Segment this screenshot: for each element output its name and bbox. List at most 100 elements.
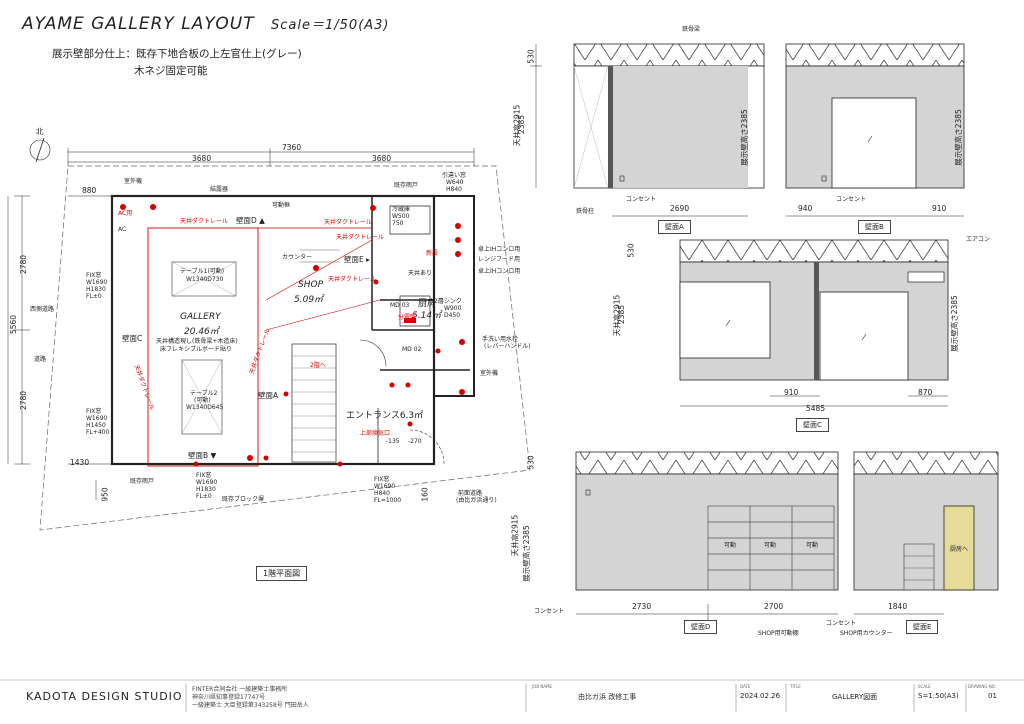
elev-b-left: 940 — [798, 204, 813, 213]
new-label: 新設 — [426, 250, 439, 257]
firm-3: 一級建築士 大臣登録第343258号 門田岳人 — [192, 702, 309, 709]
dim-half-left: 3680 — [192, 154, 212, 163]
md-02: MD 02 — [402, 346, 422, 353]
plan-caption: 1階平面図 — [256, 566, 308, 581]
wall-a-panel — [612, 66, 748, 188]
fix-window: FIX窓 — [86, 272, 102, 279]
rail-1: 天井ダクトレール — [180, 218, 229, 225]
scale-text: Scale＝1/50(A3) — [271, 18, 390, 33]
elev-c-right-height: 展示壁高さ2385 — [949, 295, 959, 352]
elev-c-ac: エアコン — [966, 236, 991, 243]
plan-wall-e: 壁面E ▸ — [344, 255, 370, 264]
table2-sub: (可動) — [194, 397, 211, 404]
table1-size: W1340D730 — [186, 276, 224, 283]
sink-size: W900 — [444, 305, 462, 312]
bottom-fix-1: W1690 — [196, 479, 218, 486]
bottom-win: FIX窓 — [374, 476, 390, 483]
elevation-a-lines — [530, 43, 765, 217]
room-gallery-area: 20.46㎡ — [184, 327, 219, 337]
elev-a-column: 鉄骨柱 — [576, 208, 595, 215]
elev-b-outlet: コンセント — [836, 196, 867, 203]
dim-upper: 2780 — [19, 254, 29, 275]
sash: 結露器 — [210, 186, 229, 193]
fix-b-1: W1690 — [86, 415, 108, 422]
room-shop: SHOP — [298, 280, 323, 290]
outdoor-unit-2: 室外機 — [480, 370, 499, 377]
dim-left-offset: 880 — [82, 186, 97, 195]
road-left: 西側道路 — [30, 306, 55, 313]
elev-e-label: 壁面E — [906, 620, 939, 634]
scale-label: SCALE — [918, 684, 931, 689]
table1-label: テーブル1(可動) — [180, 268, 225, 275]
plan-wall-a: 壁面A — [258, 391, 279, 400]
dim-total-height: 5560 — [9, 314, 19, 335]
fridge-size-2: 750 — [392, 220, 404, 227]
north-label: 北 — [36, 127, 44, 136]
elev-a-width: 2690 — [670, 204, 690, 213]
room-entrance: エントランス6.3㎡ — [346, 411, 424, 421]
finish-note-2: 木ネジ固定可能 — [134, 65, 208, 77]
title-text: AYAME GALLERY LAYOUT — [22, 14, 255, 34]
elev-e-width: 1840 — [888, 602, 908, 611]
elevation-c-lines — [679, 239, 949, 407]
window-b-2: H840 — [446, 186, 462, 193]
fridge-size: W500 — [392, 213, 410, 220]
plan-wall-c: 壁面C — [122, 334, 143, 343]
elec-label-2: 上部換気口 — [360, 430, 391, 437]
elevation-e-lines — [853, 451, 999, 615]
table-2 — [181, 359, 223, 435]
elev-a-top: 530 — [526, 49, 536, 64]
elevation-b-lines — [785, 43, 965, 217]
elev-d-right: 2700 — [764, 602, 784, 611]
road-left-2: 道路 — [34, 356, 47, 363]
elev-d-left: 2730 — [632, 602, 652, 611]
room-shop-area: 5.09㎡ — [294, 295, 324, 305]
dim-bottom-left: 950 — [100, 487, 110, 502]
elev-b-display-2: 展示壁高さ2385 — [953, 109, 963, 166]
site-boundary — [39, 165, 531, 531]
bottom-win-1: W1690 — [374, 483, 396, 490]
existing-shutter: 既存雨戸 — [130, 478, 155, 485]
rail-6: 天井ダクトレール — [336, 234, 385, 241]
bottom-fix: FIX窓 — [196, 472, 212, 479]
rail-2: 天井ダクトレール — [324, 219, 373, 226]
date: 2024.02.26 — [740, 692, 781, 700]
firm-2: 神奈川県知事登録17747号 — [192, 694, 266, 701]
drawing-no: 01 — [988, 692, 997, 700]
date-label: DATE — [740, 684, 751, 689]
outdoor-unit: 室外機 — [124, 178, 143, 185]
fridge: 冷蔵庫 — [392, 206, 411, 213]
gallery-note-1: 天井構造現し(鉄骨梁+木造床) — [156, 338, 238, 345]
elev-b-right: 910 — [932, 204, 947, 213]
fix-b-3: FL+400 — [86, 429, 110, 436]
movable-window: 可動框 — [272, 202, 291, 209]
water-label: 手洗い用水栓 — [482, 336, 519, 343]
sink: 2層シンク — [434, 298, 462, 305]
plan-wall-d: 壁面D ▲ — [236, 216, 265, 225]
elevation-d-lines — [575, 451, 839, 620]
elev-d-shop-shelf: SHOP用可動棚 — [758, 630, 799, 637]
finish-note-1: 展示壁部分仕上：既存下地合板の上左官仕上(グレー) — [52, 48, 302, 60]
scale-value: S=1:50(A3) — [918, 692, 959, 700]
water-label-2: (レバーハンドル) — [484, 343, 531, 350]
gallery-note-2: 床フレキシブルボード貼り — [160, 346, 233, 353]
fix-2: H1830 — [86, 286, 106, 293]
firm-1: FINTER合同会社 一級建築士事務所 — [192, 686, 288, 693]
elev-e-outlet: コンセント — [826, 620, 857, 627]
elev-e-door: 厨房へ — [950, 546, 969, 553]
room-kitchen-area: 5.14㎡ — [412, 311, 442, 321]
elev-d-shelf-2: 可動 — [764, 542, 777, 549]
md-03: MD 03 — [390, 302, 410, 309]
dim-lower: 2780 — [19, 390, 29, 411]
front-road: 前面道路 — [458, 490, 483, 497]
kitchen-door — [943, 505, 975, 591]
existing-door: 既存雨戸 — [394, 182, 419, 189]
counter: カウンター — [282, 254, 313, 261]
elec-label: 分電盤 — [398, 314, 417, 321]
elev-d-ceiling: 天井高2915 — [510, 514, 520, 557]
fix-b-2: H1450 — [86, 422, 106, 429]
wall-d-panel — [575, 473, 839, 591]
table2-label: テーブル2 — [190, 390, 218, 397]
bottom-win-2: H840 — [374, 490, 390, 497]
elev-b-label: 壁面B — [858, 220, 891, 234]
